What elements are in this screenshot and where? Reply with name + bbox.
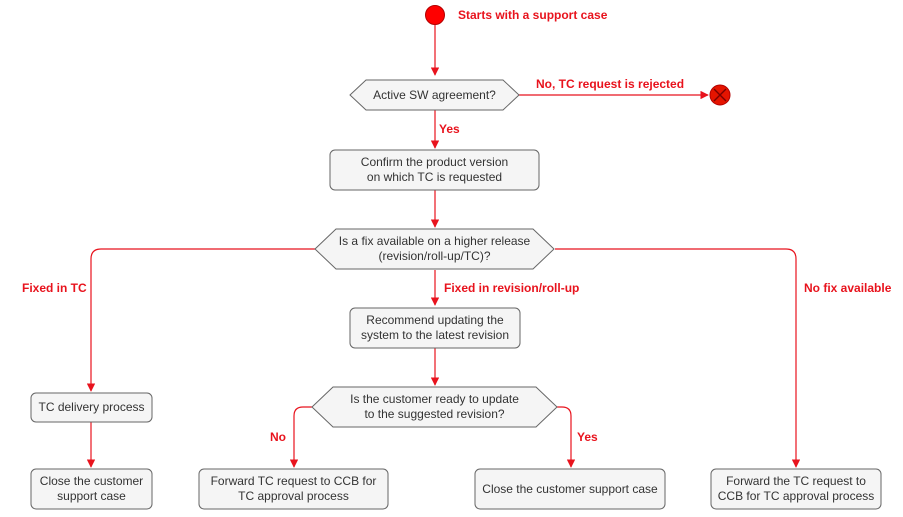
edge-label-yes: Yes — [439, 122, 460, 136]
decision-active-sw-agreement: Active SW agreement? — [349, 79, 520, 111]
process-recommend-update: Recommend updating the system to the lat… — [349, 307, 521, 349]
edge-no — [289, 406, 312, 468]
process-forward-ccb-mid: Forward TC request to CCB for TC approva… — [198, 468, 389, 510]
forward-right-line1: Forward the TC request to — [726, 474, 866, 488]
forward-mid-line2: TC approval process — [238, 489, 349, 503]
ready-line2: to the suggested revision? — [364, 407, 504, 421]
process-close-case-left: Close the customer support case — [30, 468, 153, 510]
edge-label-fixed-in-revision: Fixed in revision/roll-up — [444, 281, 579, 295]
close-mid-label: Close the customer support case — [482, 482, 658, 496]
edge-labels: Starts with a support case No, TC reques… — [22, 8, 892, 444]
edge-fixed-in-tc — [86, 248, 315, 392]
edge-label-fixed-in-tc: Fixed in TC — [22, 281, 87, 295]
forward-right-line2: CCB for TC approval process — [718, 489, 875, 503]
recommend-line1: Recommend updating the — [366, 313, 504, 327]
process-close-case-mid: Close the customer support case — [474, 468, 666, 510]
edge-yes-ready — [557, 406, 576, 468]
process-forward-ccb-right: Forward the TC request to CCB for TC app… — [710, 468, 882, 510]
edge-label-no-fix: No fix available — [804, 281, 892, 295]
close-left-line1: Close the customer — [40, 474, 143, 488]
close-left-line2: support case — [57, 489, 126, 503]
edge-no-fix — [555, 248, 801, 468]
start-node — [425, 5, 445, 25]
fix-line2: (revision/roll-up/TC)? — [378, 249, 490, 263]
ready-line1: Is the customer ready to update — [350, 392, 519, 406]
process-confirm-version: Confirm the product version on which TC … — [329, 149, 540, 191]
recommend-line2: system to the latest revision — [361, 328, 509, 342]
edge-label-no: No — [270, 430, 286, 444]
edge-label-rejected: No, TC request is rejected — [536, 77, 684, 91]
process-tc-delivery: TC delivery process — [30, 392, 153, 423]
forward-mid-line1: Forward TC request to CCB for — [211, 474, 377, 488]
edges — [86, 25, 801, 468]
fix-line1: Is a fix available on a higher release — [339, 234, 531, 248]
decision-active-sw-label: Active SW agreement? — [373, 88, 496, 102]
decision-fix-available: Is a fix available on a higher release (… — [314, 228, 555, 270]
tc-delivery-label: TC delivery process — [38, 400, 144, 414]
edge-label-yes-ready: Yes — [577, 430, 598, 444]
end-node — [709, 84, 731, 106]
confirm-line1: Confirm the product version — [361, 155, 508, 169]
confirm-line2: on which TC is requested — [367, 170, 502, 184]
start-label: Starts with a support case — [458, 8, 608, 22]
decision-customer-ready: Is the customer ready to update to the s… — [311, 386, 558, 428]
